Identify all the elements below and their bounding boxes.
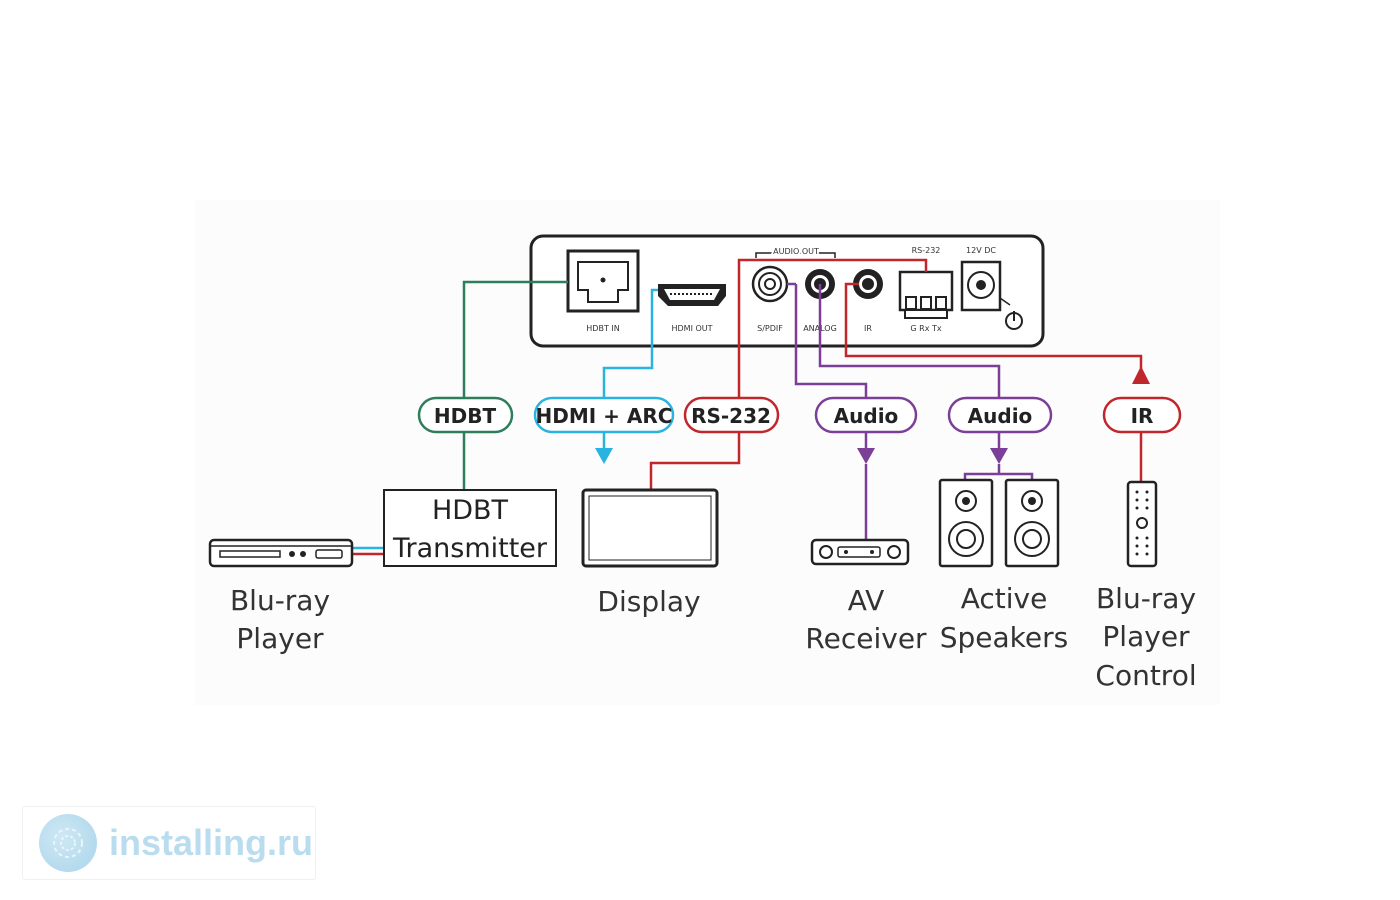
bluray-control-label-line-3: Control [1095,659,1196,692]
rs232-pill-label: RS-232 [691,404,771,428]
audio-speakers-pill [947,396,1053,434]
hdmi-arrow-icon [595,448,613,464]
rs232-top-label: RS-232 [912,246,941,255]
swirl-logo-icon [39,814,97,872]
dc-label: 12V DC [966,246,996,255]
audio-speakers-arrow-icon [990,448,1008,464]
bluray-control-label-line-2: Player [1102,620,1190,653]
ir-port [853,269,883,299]
hdbt-pill-label: HDBT [434,404,497,428]
watermark: installing.ru [22,806,316,880]
hdbt-transmitter-label-line-1: HDBT [432,495,509,526]
watermark-text: installing.ru [109,822,314,863]
ir-arrow-icon [1132,366,1150,384]
hdbt-in-label: HDBT IN [586,324,619,333]
rs232-pill [683,396,780,434]
hdmi-out-label: HDMI OUT [671,324,712,333]
bluray-player-label-line-1: Blu-ray [230,584,330,617]
rs232-terminal-block [898,270,954,319]
ir-pill-label: IR [1131,404,1154,428]
bluray-player-icon [208,538,354,568]
hdmi-arc-pill-label: HDMI + ARC [536,404,673,428]
audio-out-label: AUDIO OUT [773,247,819,256]
speaker-right-icon [1004,478,1060,568]
ir-cable [844,282,1143,380]
av-receiver-label-line-2: Receiver [805,622,927,655]
hdbt-in-port [566,249,640,313]
av-receiver-label-line-1: AV [848,584,885,617]
hdmi-arc-pill [533,396,675,434]
spdif-port [751,265,789,303]
hdmi-arc-cable [602,288,658,452]
hdbt-pill [417,396,514,434]
hdmi-out-port [658,284,726,306]
audio-speakers-pill-label: Audio [968,404,1033,428]
bluray-control-label-line-1: Blu-ray [1096,582,1196,615]
display-icon [581,488,719,568]
bluray-player-label-line-2: Player [236,622,324,655]
audio-out-bracket [755,252,836,258]
power-icon [999,297,1023,330]
rs232-pin-label: G Rx Tx [910,324,941,333]
hdbt-transmitter-label-line-2: Transmitter [392,533,548,564]
display-label: Display [597,585,700,618]
speaker-left-icon [938,478,994,568]
active-speakers-label-line-2: Speakers [940,621,1068,654]
audio-receiver-pill [814,396,918,434]
audio-receiver-pill-label: Audio [834,404,899,428]
hdbt-transmitter-box [383,489,557,567]
dc-power-port [960,260,1002,312]
active-speakers-label-line-1: Active [961,582,1048,615]
audio-receiver-arrow-icon [857,448,875,464]
av-receiver-icon [810,538,910,566]
remote-control-icon [1126,480,1158,568]
ir-pill [1102,396,1182,434]
spdif-label: S/PDIF [757,324,783,333]
rs232-cable [649,258,928,490]
ir-label: IR [864,324,872,333]
